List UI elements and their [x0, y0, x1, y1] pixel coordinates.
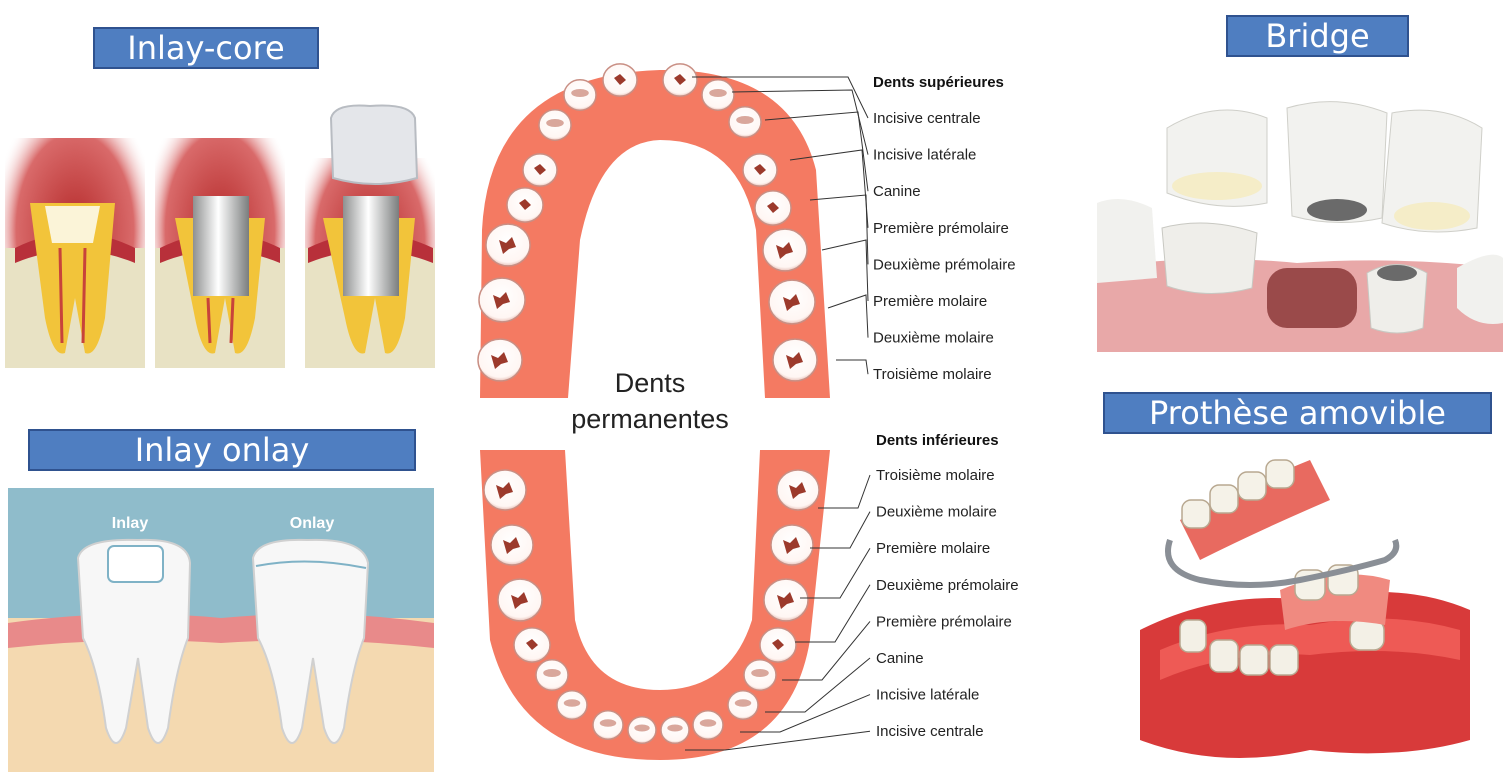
tooth-stage-1	[5, 138, 145, 368]
lower-gum	[480, 450, 830, 760]
upper-label: Deuxième prémolaire	[873, 256, 1016, 273]
lower-label: Première molaire	[876, 540, 990, 557]
inlay-label: Inlay	[112, 515, 149, 532]
upper-tooth	[522, 153, 558, 187]
upper-label: Canine	[873, 183, 921, 200]
lower-tooth	[763, 578, 809, 622]
lower-label: Première prémolaire	[876, 613, 1012, 630]
lower-tooth	[660, 715, 690, 745]
upper-gum	[480, 69, 830, 398]
lower-tooth	[759, 627, 797, 663]
leader-lines	[685, 76, 871, 751]
inlay-onlay-title: Inlay onlay	[28, 429, 416, 471]
upper-teeth	[477, 63, 818, 382]
lower-tooth	[692, 710, 724, 740]
prothese-title: Prothèse amovible	[1103, 392, 1492, 434]
lower-teeth	[483, 469, 820, 745]
lower-leader-line	[795, 584, 871, 643]
upper-tooth	[742, 153, 778, 187]
lower-label: Deuxième molaire	[876, 504, 997, 521]
upper-label: Incisive latérale	[873, 147, 976, 164]
upper-tooth	[768, 279, 816, 325]
onlay-label: Onlay	[290, 515, 335, 532]
inlay-onlay-illustration: Inlay Onlay	[8, 488, 434, 772]
upper-leader-line	[764, 111, 869, 192]
lower-leader-line	[818, 474, 871, 509]
upper-label: Première prémolaire	[873, 220, 1009, 237]
prothese-illustration	[1140, 440, 1480, 770]
upper-tooth	[728, 106, 762, 138]
lower-tooth	[627, 715, 657, 745]
upper-tooth	[762, 228, 808, 272]
upper-tooth	[754, 190, 792, 226]
upper-tooth	[701, 79, 735, 111]
upper-heading: Dents supérieures	[873, 74, 1004, 91]
lower-leader-line	[810, 511, 871, 549]
lower-label: Troisième molaire	[876, 467, 995, 484]
upper-label: Troisième molaire	[873, 366, 992, 383]
lower-tooth	[770, 524, 814, 566]
upper-leader-line	[809, 194, 869, 265]
upper-leader-line	[821, 239, 869, 302]
center-title-line2: permanentes	[571, 404, 729, 434]
onlay-tooth	[251, 538, 370, 744]
lower-label: Canine	[876, 650, 924, 667]
lower-leader-line	[782, 621, 871, 681]
lower-leader-line	[685, 730, 871, 751]
lower-leader-line	[740, 694, 871, 733]
lower-tooth	[743, 659, 777, 691]
inlay-core-illustration	[5, 104, 435, 368]
upper-tooth	[506, 187, 544, 223]
upper-label: Incisive centrale	[873, 110, 981, 127]
bridge-illustration	[1097, 88, 1503, 352]
lower-tooth	[535, 659, 569, 691]
lower-tooth	[497, 578, 543, 622]
lower-tooth	[513, 627, 551, 663]
inlay-tooth	[76, 538, 192, 744]
tooth-stage-3	[305, 104, 435, 368]
lower-label: Deuxième prémolaire	[876, 577, 1019, 594]
center-title-line1: Dents	[615, 368, 686, 398]
upper-leader-line	[731, 89, 869, 155]
upper-tooth	[662, 63, 698, 97]
lower-tooth	[776, 469, 820, 511]
lower-tooth	[483, 469, 527, 511]
upper-label: Première molaire	[873, 293, 987, 310]
upper-leader-line	[692, 76, 869, 119]
upper-tooth	[485, 223, 531, 267]
upper-tooth	[772, 338, 818, 382]
upper-tooth	[602, 63, 638, 97]
bridge-title: Bridge	[1226, 15, 1409, 57]
upper-tooth	[477, 338, 523, 382]
tooth-stage-2	[155, 138, 285, 368]
inlay-core-title: Inlay-core	[93, 27, 319, 69]
lower-label: Incisive latérale	[876, 687, 979, 704]
upper-tooth	[538, 109, 572, 141]
lower-tooth	[592, 710, 624, 740]
upper-leader-line	[836, 359, 869, 375]
lower-label: Incisive centrale	[876, 723, 984, 740]
upper-label: Deuxième molaire	[873, 330, 994, 347]
upper-tooth	[478, 277, 526, 323]
dental-arch-diagram: Dents permanentes Dents supérieures Inci…	[477, 63, 1019, 760]
lower-tooth	[727, 690, 759, 720]
upper-leader-line	[827, 294, 869, 338]
lower-tooth	[490, 524, 534, 566]
upper-tooth	[563, 79, 597, 111]
lower-heading: Dents inférieures	[876, 432, 999, 449]
lower-tooth	[556, 690, 588, 720]
lower-leader-line	[765, 657, 871, 713]
lower-leader-line	[800, 547, 871, 599]
